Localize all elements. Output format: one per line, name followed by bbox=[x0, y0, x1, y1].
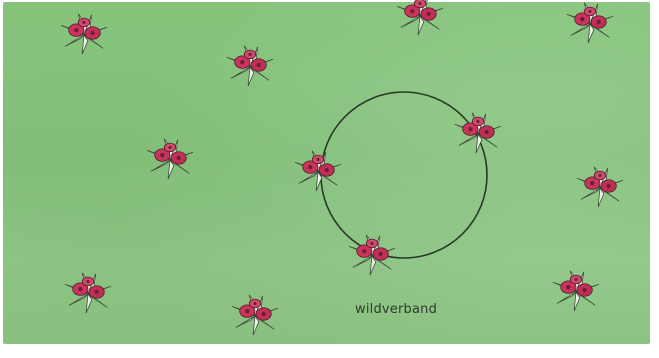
flower-plant-icon bbox=[571, 163, 629, 209]
flower-plant-icon bbox=[449, 109, 507, 155]
flower-plant-icon bbox=[55, 10, 113, 56]
flower-plant-icon bbox=[226, 291, 284, 337]
flower-plant-icon bbox=[561, 0, 619, 45]
flower-plant-icon bbox=[221, 42, 279, 88]
layout-caption: wildverband bbox=[355, 302, 437, 317]
flower-plant-icon bbox=[59, 269, 117, 315]
flower-plant-icon bbox=[391, 0, 449, 37]
flower-plant-icon bbox=[547, 267, 605, 313]
scan-edge bbox=[650, 0, 659, 358]
flower-plant-icon bbox=[289, 147, 347, 193]
flower-plant-icon bbox=[343, 231, 401, 277]
flower-plant-icon bbox=[141, 135, 199, 181]
